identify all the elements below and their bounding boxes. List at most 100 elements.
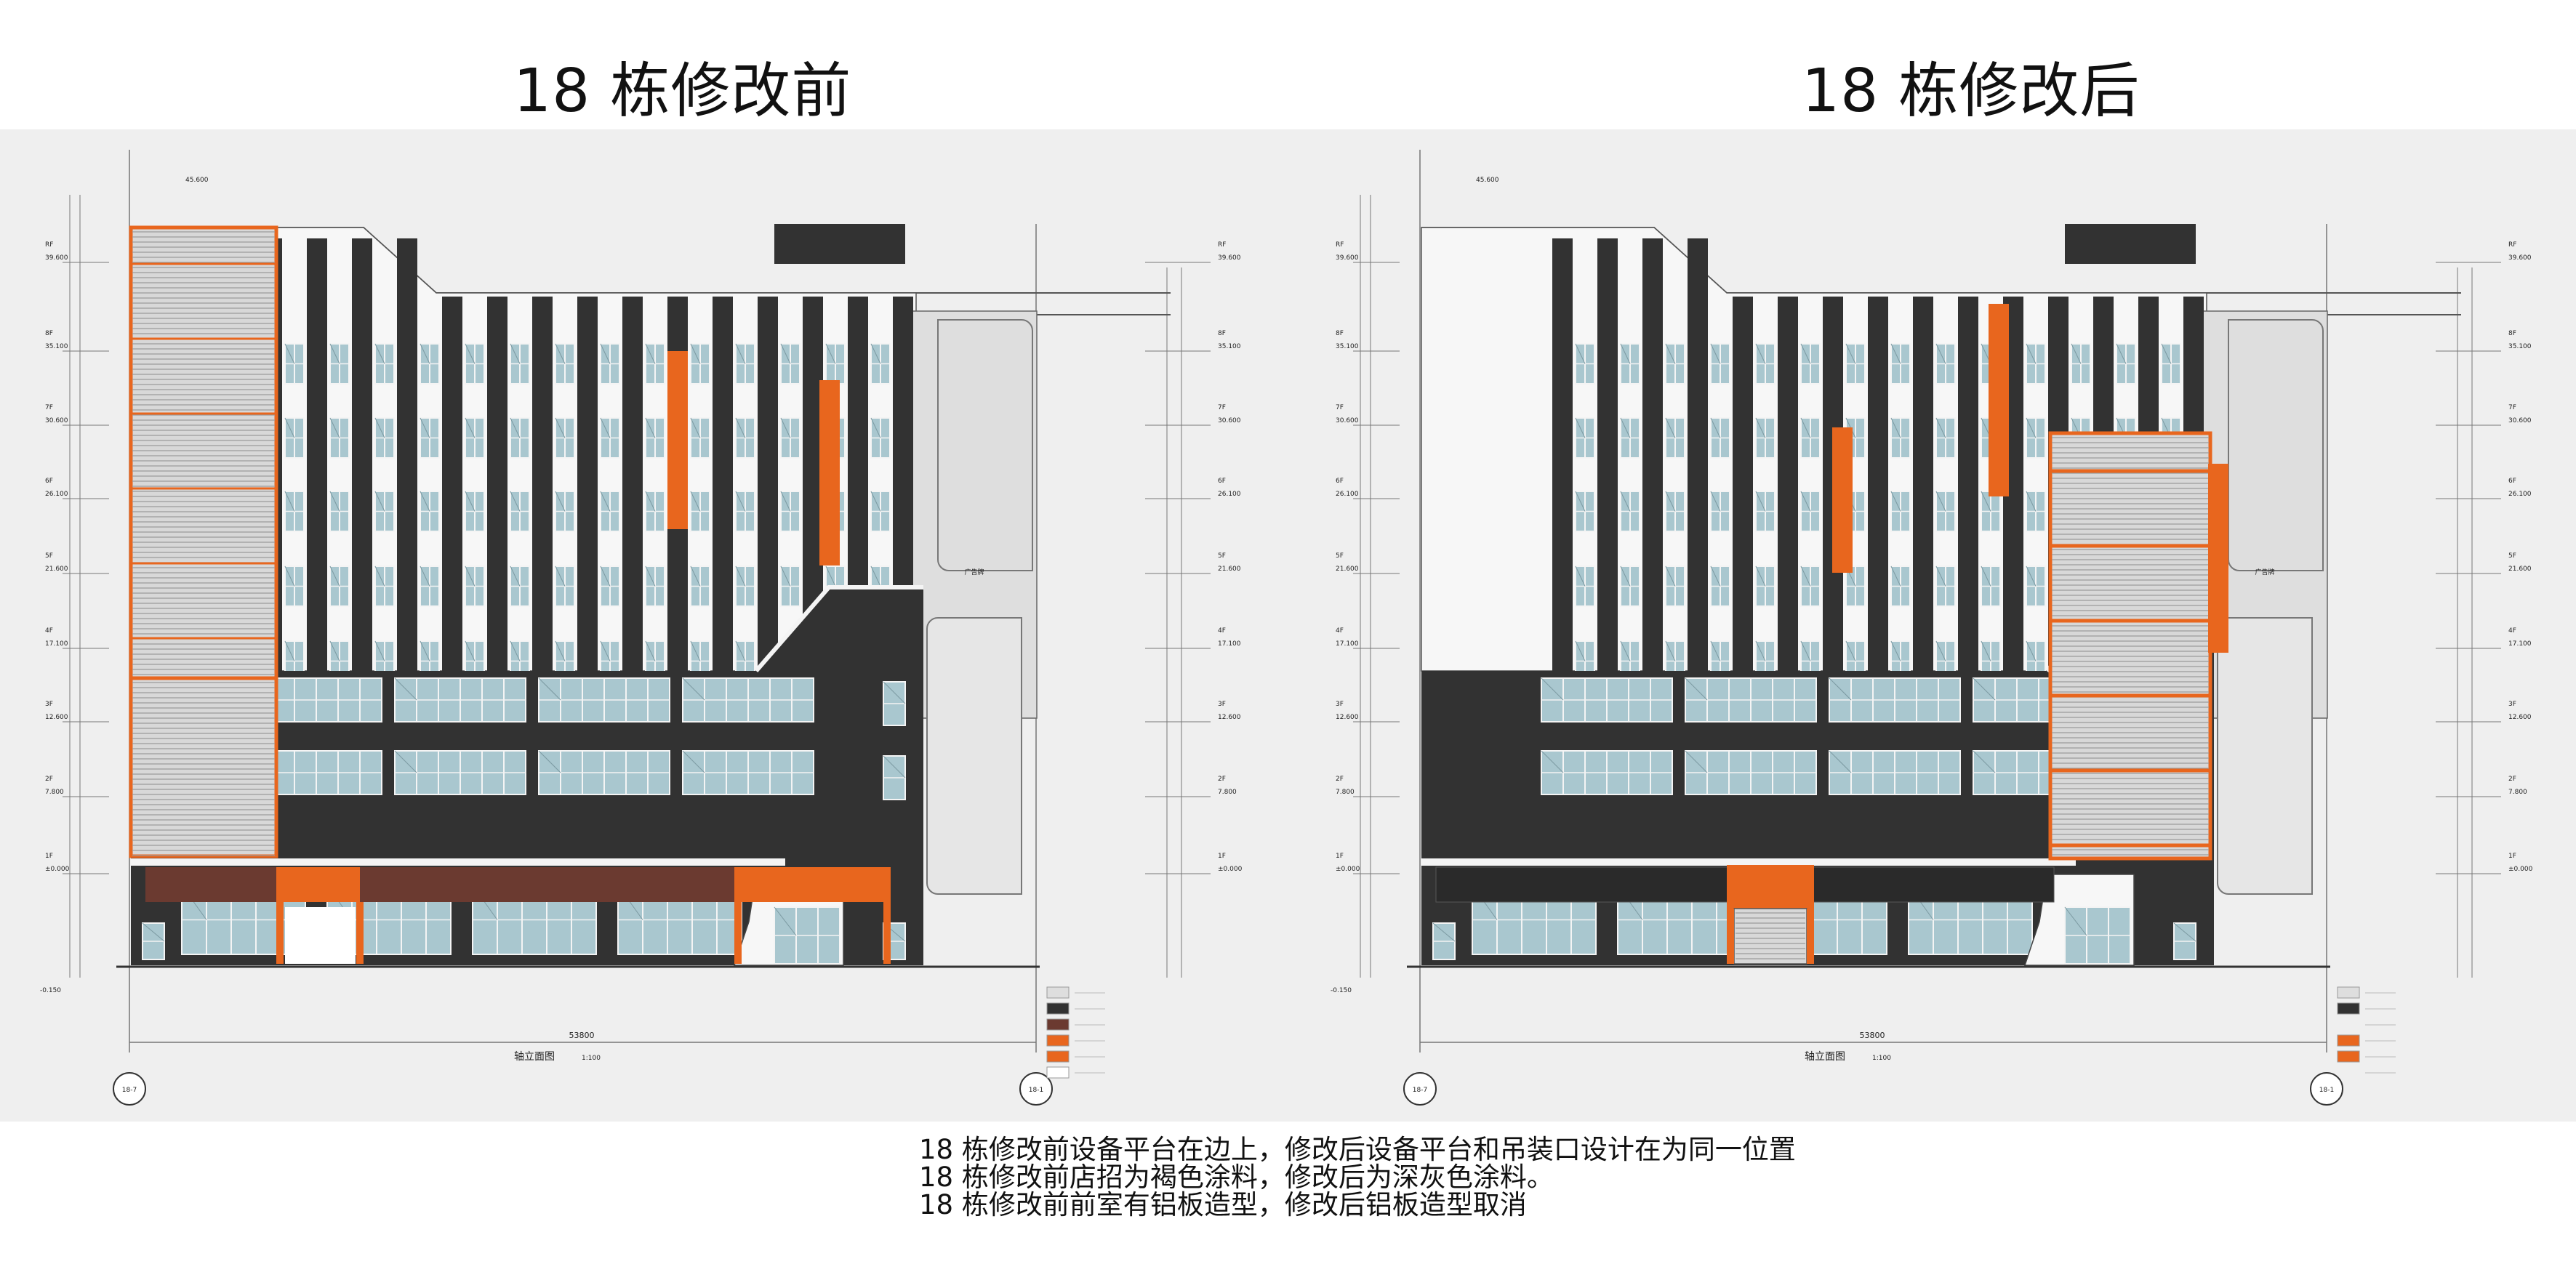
- material-legend: [2337, 986, 2396, 1074]
- upper-window: [555, 417, 575, 459]
- floor-label-right: RF: [1218, 241, 1226, 249]
- upper-window: [1620, 565, 1640, 607]
- upper-window: [1755, 417, 1775, 459]
- storefront-orange-jamb: [356, 902, 364, 964]
- upper-window: [1800, 343, 1821, 385]
- roof-pier: [1688, 238, 1708, 297]
- floor-level-right: 35.100: [1218, 343, 1241, 350]
- upper-window: [2026, 417, 2046, 459]
- total-dimension: 53800: [1860, 1031, 1885, 1040]
- upper-window: [1710, 491, 1730, 532]
- upper-window: [1620, 343, 1640, 385]
- podium-strip-window: [682, 677, 814, 723]
- annex-label: 广告牌: [2255, 568, 2274, 576]
- floor-label-left: 1F: [1336, 853, 1344, 860]
- ground-side-window: [1432, 922, 1456, 960]
- orange-fin: [819, 380, 840, 565]
- upper-window: [2026, 491, 2046, 532]
- floor-label-right: 6F: [2508, 478, 2516, 485]
- upper-pier: [352, 297, 372, 671]
- upper-window: [1890, 491, 1911, 532]
- upper-window: [510, 417, 530, 459]
- material-legend: [1046, 986, 1105, 1079]
- floor-label-right: 8F: [1218, 330, 1226, 337]
- podium-strip-window: [1685, 750, 1817, 795]
- podium-side-window: [883, 681, 906, 726]
- floor-level-left: 39.600: [45, 254, 68, 262]
- podium-edge-highlight: [754, 585, 923, 672]
- annex-panel-upper: [937, 319, 1033, 571]
- floor-label-left: 7F: [45, 404, 53, 411]
- change-notes: 18 栋修改前设备平台在边上，修改后设备平台和吊装口设计在为同一位置 18 栋修…: [919, 1136, 1796, 1219]
- upper-window: [284, 417, 305, 459]
- floor-label-right: 3F: [2508, 701, 2516, 708]
- lobby-aluminium-jamb: [883, 902, 891, 964]
- floor-level-left: 35.100: [1336, 343, 1359, 350]
- upper-pier: [713, 297, 733, 671]
- podium-strip-window: [682, 750, 814, 795]
- floor-label-left: 8F: [45, 330, 53, 337]
- floor-label-left: 4F: [1336, 627, 1344, 635]
- axis-bubble-right: [2310, 1072, 2343, 1106]
- upper-window: [1755, 565, 1775, 607]
- upper-pier: [1913, 297, 1933, 671]
- podium-strip-window: [1685, 677, 1817, 723]
- orange-fin: [667, 351, 688, 529]
- upper-window: [1800, 491, 1821, 532]
- floor-label-right: 2F: [2508, 776, 2516, 783]
- upper-window: [780, 343, 801, 385]
- upper-window: [329, 343, 350, 385]
- floor-level-right: 7.800: [1218, 789, 1237, 796]
- floor-label-left: 1F: [45, 853, 53, 860]
- roof-pier: [307, 238, 327, 297]
- axis-bubble-left: [1403, 1072, 1437, 1106]
- floor-level-right: ±0.000: [1218, 866, 1243, 873]
- floor-label-left: 4F: [45, 627, 53, 635]
- lobby-aluminium-canopy: [734, 867, 891, 902]
- upper-window: [465, 565, 485, 607]
- upper-window: [1665, 491, 1685, 532]
- upper-window: [1890, 417, 1911, 459]
- upper-window: [1981, 491, 2001, 532]
- elevation-title: 轴立面图: [514, 1051, 555, 1063]
- upper-pier: [622, 297, 643, 671]
- annex-panel-lower: [926, 617, 1022, 895]
- upper-window: [2071, 343, 2091, 385]
- upper-window: [1710, 565, 1730, 607]
- upper-pier: [1958, 297, 1978, 671]
- roof-machine-room: [2065, 224, 2196, 264]
- floor-label-right: 8F: [2508, 330, 2516, 337]
- axis-label-left: 18-7: [122, 1087, 137, 1094]
- lobby-door: [2064, 906, 2131, 965]
- upper-window: [420, 343, 440, 385]
- floor-level-left: ±0.000: [45, 866, 70, 873]
- upper-window: [420, 417, 440, 459]
- upper-pier: [307, 297, 327, 671]
- storefront-orange-jamb: [276, 902, 284, 964]
- floor-label-right: RF: [2508, 241, 2516, 249]
- floor-level-right: 26.100: [2508, 491, 2532, 498]
- roof-level-label: 45.600: [185, 177, 209, 184]
- floor-level-right: 12.600: [1218, 714, 1241, 721]
- floor-label-right: 7F: [1218, 404, 1226, 411]
- floor-label-right: 5F: [2508, 552, 2516, 560]
- floor-label-left: RF: [1336, 241, 1344, 249]
- upper-window: [735, 565, 755, 607]
- roof-pier: [1552, 238, 1573, 297]
- floor-level-right: 12.600: [2508, 714, 2532, 721]
- upper-pier: [397, 297, 417, 671]
- upper-window: [1755, 491, 1775, 532]
- legend-swatch: [1046, 1066, 1070, 1079]
- ground-level-left: -0.150: [1331, 987, 1352, 994]
- upper-window: [1620, 417, 1640, 459]
- note-line-3: 18 栋修改前前室有铝板造型，修改后铝板造型取消: [919, 1189, 1527, 1220]
- legend-swatch: [1046, 1002, 1070, 1015]
- upper-window: [465, 491, 485, 532]
- upper-window: [1935, 491, 1956, 532]
- podium-strip-window: [538, 750, 670, 795]
- upper-window: [329, 417, 350, 459]
- upper-window: [1935, 417, 1956, 459]
- podium-strip-window: [1541, 677, 1673, 723]
- upper-window: [1935, 565, 1956, 607]
- upper-window: [1620, 491, 1640, 532]
